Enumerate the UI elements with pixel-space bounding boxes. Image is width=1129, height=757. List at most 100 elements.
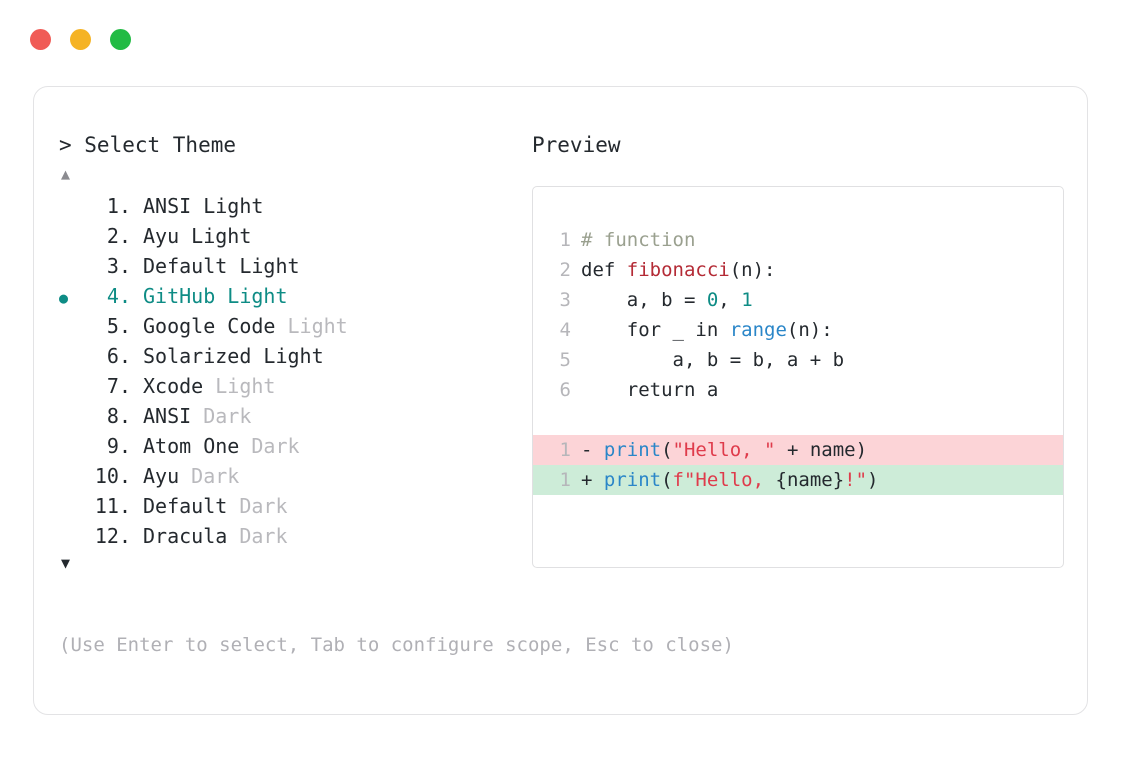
theme-item-variant-label: Dark bbox=[227, 494, 288, 518]
code-token: fibonacci bbox=[626, 259, 730, 281]
code-line-number: 5 bbox=[559, 349, 571, 371]
code-spacer bbox=[533, 405, 1063, 435]
theme-list-item[interactable]: 10.Ayu Dark bbox=[59, 461, 529, 491]
code-line-number: 3 bbox=[559, 289, 571, 311]
theme-item-name: Default bbox=[143, 494, 228, 518]
theme-item-name: Xcode bbox=[143, 374, 204, 398]
theme-list-item[interactable]: 3. Default Light bbox=[59, 251, 529, 281]
code-token: 1 bbox=[741, 289, 753, 311]
diff-add-sign: + bbox=[581, 469, 604, 491]
scroll-down-arrow-icon[interactable]: ▼ bbox=[61, 554, 71, 572]
code-token: "Hello, " bbox=[672, 439, 776, 461]
bullet-placeholder bbox=[59, 253, 87, 283]
selected-bullet-icon: ● bbox=[59, 289, 69, 307]
code-line-number: 4 bbox=[559, 319, 571, 341]
theme-item-number: 6. bbox=[106, 344, 131, 368]
theme-item-number: 1. bbox=[106, 194, 131, 218]
theme-item-number: 5. bbox=[106, 314, 131, 338]
code-line-number: 6 bbox=[559, 379, 571, 401]
bullet-placeholder bbox=[59, 433, 87, 463]
theme-item-name: ANSI Light bbox=[143, 194, 264, 218]
theme-list: 1. ANSI Light 2. Ayu Light 3. Default Light… bbox=[59, 191, 529, 551]
theme-list-item[interactable]: 12.Dracula Dark bbox=[59, 521, 529, 551]
theme-item-number: 10. bbox=[94, 464, 131, 488]
code-token: # function bbox=[581, 229, 696, 251]
window-traffic-lights bbox=[30, 29, 131, 50]
theme-item-number: 3. bbox=[106, 254, 131, 278]
theme-list-item[interactable]: 9. Atom One Dark bbox=[59, 431, 529, 461]
theme-item-number: 11. bbox=[94, 494, 131, 518]
code-token: , bbox=[718, 289, 742, 311]
theme-item-name: Default Light bbox=[143, 254, 300, 278]
bullet-placeholder bbox=[59, 223, 87, 253]
code-line: 1 # function bbox=[533, 225, 1063, 255]
theme-item-number: 12. bbox=[94, 524, 131, 548]
theme-item-variant-label: Dark bbox=[239, 434, 300, 458]
code-line: 6 return a bbox=[533, 375, 1063, 405]
code-token: a, b = b, a + b bbox=[581, 349, 845, 371]
theme-list-item[interactable]: 1. ANSI Light bbox=[59, 191, 529, 221]
theme-list-item[interactable]: 2. Ayu Light bbox=[59, 221, 529, 251]
window-minimize-button[interactable] bbox=[70, 29, 91, 50]
theme-list-item[interactable]: 5. Google Code Light bbox=[59, 311, 529, 341]
code-token: {name} bbox=[775, 469, 845, 491]
code-line-number: 1 bbox=[559, 439, 571, 461]
code-line-number: 1 bbox=[559, 229, 571, 251]
code-token: + name) bbox=[775, 439, 868, 461]
theme-list-item[interactable]: 6. Solarized Light bbox=[59, 341, 529, 371]
theme-item-name: Ayu Light bbox=[143, 224, 252, 248]
bullet-placeholder bbox=[59, 523, 87, 553]
code-token: return a bbox=[581, 379, 719, 401]
code-token: for _ in bbox=[581, 319, 730, 341]
code-token: (n): bbox=[786, 319, 833, 341]
theme-item-name: Atom One bbox=[143, 434, 240, 458]
bullet-placeholder bbox=[59, 403, 87, 433]
code-token: ) bbox=[867, 469, 879, 491]
code-token: 0 bbox=[706, 289, 719, 311]
theme-item-name: ANSI bbox=[143, 404, 192, 428]
code-line: 4 for _ in range(n): bbox=[533, 315, 1063, 345]
theme-list-item[interactable]: 11. Default Dark bbox=[59, 491, 529, 521]
code-token: ( bbox=[661, 469, 673, 491]
window-close-button[interactable] bbox=[30, 29, 51, 50]
theme-list-item[interactable]: 7. Xcode Light bbox=[59, 371, 529, 401]
code-line-number: 2 bbox=[559, 259, 571, 281]
keyboard-hint-text: (Use Enter to select, Tab to configure s… bbox=[59, 634, 734, 656]
theme-item-variant-label: Light bbox=[275, 314, 348, 338]
bullet-placeholder bbox=[59, 493, 87, 523]
theme-selector-panel: > Select Theme ▲ 1.ANSI Light 2.Ayu Ligh… bbox=[59, 131, 529, 574]
bullet-placeholder bbox=[59, 193, 87, 223]
theme-item-variant-label: Dark bbox=[191, 404, 252, 428]
diff-remove-sign: - bbox=[581, 439, 604, 461]
theme-list-item[interactable]: 8. ANSI Dark bbox=[59, 401, 529, 431]
code-token: f"Hello, bbox=[672, 469, 776, 491]
theme-item-name: GitHub Light bbox=[143, 284, 288, 308]
theme-item-name: Solarized Light bbox=[143, 344, 324, 368]
theme-item-number: 8. bbox=[106, 404, 131, 428]
theme-item-name: Dracula bbox=[143, 524, 228, 548]
theme-item-name: Ayu bbox=[143, 464, 180, 488]
bullet-placeholder bbox=[59, 373, 87, 403]
theme-item-number: 9. bbox=[106, 434, 131, 458]
code-token: print bbox=[603, 439, 662, 461]
theme-item-name: Google Code bbox=[143, 314, 276, 338]
code-token: a, b = bbox=[581, 289, 707, 311]
preview-code-box: 1 # function 2 def fibonacci (n): 3 a, b = 0,… bbox=[532, 186, 1064, 568]
code-token: print bbox=[603, 469, 662, 491]
theme-item-variant-label: Light bbox=[203, 374, 276, 398]
theme-item-number: 4. bbox=[106, 284, 131, 308]
code-token: range bbox=[729, 319, 787, 341]
window-maximize-button[interactable] bbox=[110, 29, 131, 50]
code-token: !" bbox=[844, 469, 868, 491]
code-line: 5 a, b = b, a + b bbox=[533, 345, 1063, 375]
code-line-number: 1 bbox=[559, 469, 571, 491]
bullet-placeholder bbox=[59, 463, 87, 493]
theme-list-item[interactable]: ● 4. GitHub Light bbox=[59, 281, 529, 311]
theme-item-number: 7. bbox=[106, 374, 131, 398]
theme-picker-card: > Select Theme ▲ 1.ANSI Light 2.Ayu Ligh… bbox=[33, 86, 1088, 715]
scroll-up-arrow-icon[interactable]: ▲ bbox=[61, 165, 71, 183]
code-token: def bbox=[581, 259, 627, 281]
theme-item-number: 2. bbox=[106, 224, 131, 248]
